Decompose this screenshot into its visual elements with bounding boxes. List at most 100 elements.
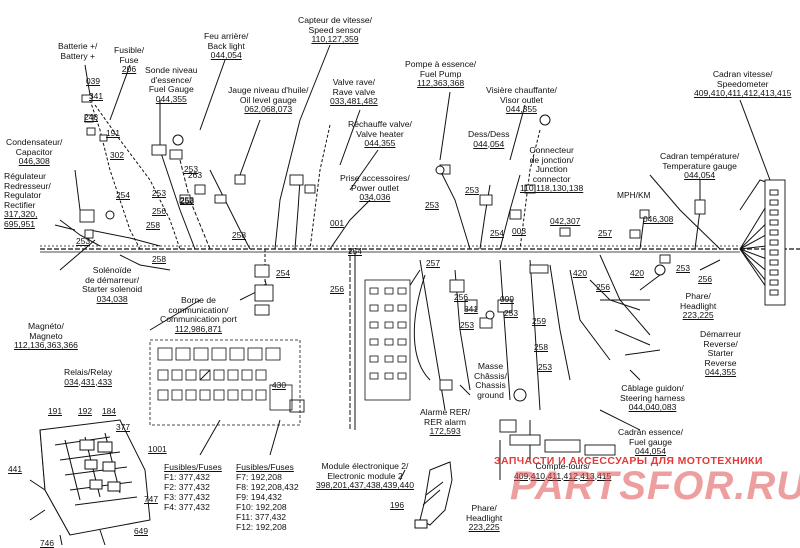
callout-258-b: 258	[232, 230, 246, 240]
steering-harness-pn: 044,040,083	[628, 402, 677, 413]
headlight-bottom-label: Phare/ Headlight 223,225	[466, 503, 502, 533]
battery-fr: Batterie +/	[58, 41, 98, 51]
callout-191: 191	[106, 128, 120, 138]
regulator-l1: Régulateur	[4, 171, 47, 181]
chassis-ground-label: Masse Châssis/ Chassis ground	[474, 361, 507, 400]
callout-258-d: 258	[534, 342, 548, 352]
temp-gauge-fr: Cadran température/	[660, 151, 740, 161]
callout-253-j: 253	[538, 362, 552, 372]
fuse-f7: F7: 192,208	[236, 472, 282, 482]
magneto-pn: 112,136,363,366	[14, 340, 78, 351]
fuel-sender-l3: Fuel Gauge	[148, 84, 194, 95]
fuse-pn: 206	[121, 64, 137, 75]
module2-fr: Module électronique 2/	[321, 461, 409, 471]
starter-solenoid-pn: 034,038	[96, 293, 128, 304]
reverse-l3: Starter	[707, 348, 734, 359]
callout-184: 184	[102, 406, 116, 416]
fuse-fr: Fusible/	[114, 45, 145, 55]
watermark-logo: PARTSFOR.RU	[510, 464, 800, 508]
visor-outlet-fr: Visière chauffante/	[486, 85, 557, 95]
fuse-f10: F10: 192,208	[236, 502, 287, 512]
callout-254-c: 254	[490, 228, 504, 238]
fuel-pump-fr: Pompe à essence/	[405, 59, 477, 69]
power-outlet-fr: Prise accessoires/	[340, 173, 410, 183]
ground-l3: Chassis	[475, 380, 506, 391]
regulator-l2: Redresseur/	[4, 180, 51, 191]
capacitor-fr: Condensateur/	[6, 137, 63, 147]
callout-039: 039	[86, 76, 100, 86]
reverse-l2: Reverse/	[703, 338, 738, 349]
callout-191-b: 191	[48, 406, 62, 416]
fuse-f3: F3: 377,432	[164, 492, 210, 502]
speed-sensor-pn: 110,127,359	[311, 34, 359, 45]
callout-263: 263	[188, 170, 202, 180]
ground-l4: ground	[477, 389, 504, 400]
callout-256-e: 256	[454, 292, 468, 302]
callout-253-plain: 253	[180, 196, 194, 206]
magneto-label: Magnéto/ Magneto 112,136,363,366	[14, 321, 78, 351]
fuel-gauge-fr: Cadran essence/	[618, 427, 683, 437]
fuse-f1: F1: 377,432	[164, 472, 210, 482]
fuel-gauge-pn: 044,054	[634, 446, 667, 457]
back-light-label: Feu arrière/ Back light 044,054	[204, 31, 249, 61]
fuse-label: Fusible/ Fuse 206	[114, 45, 145, 75]
callout-649: 649	[134, 526, 148, 536]
callout-420-b: 420	[630, 268, 644, 278]
capacitor-label: Condensateur/ Capacitor 046,308	[6, 137, 63, 167]
mph-km-label: MPH/KM	[617, 190, 651, 200]
valve-heater-fr: Réchauffe valve/	[348, 119, 412, 129]
valve-heater-en: Valve heater	[356, 128, 404, 139]
fuel-sender-pn: 044,355	[155, 93, 187, 104]
regulator-l4: Rectifier	[4, 199, 36, 210]
ground-l1: Masse	[477, 361, 504, 371]
starter-solenoid-label: Solénoïde de démarreur/ Starter solenoid…	[82, 265, 142, 304]
headlight-bottom-fr: Phare/	[471, 503, 497, 513]
fuse-f9: F9: 194,432	[236, 492, 282, 502]
headlight-right-fr: Phare/	[685, 291, 711, 301]
callout-253-h: 253	[460, 320, 474, 330]
callout-256-d: 256	[596, 282, 610, 292]
back-light-fr: Feu arrière/	[204, 31, 249, 41]
rave-valve-fr: Valve rave/	[332, 77, 376, 87]
junction-l4: connector	[532, 173, 571, 184]
headlight-right-en: Headlight	[680, 300, 717, 311]
callout-001: 001	[330, 218, 344, 228]
battery-en: Battery +	[60, 50, 96, 61]
oil-gauge-label: Jauge niveau d'huile/ Oil level gauge 06…	[228, 85, 309, 115]
visor-outlet-label: Visière chauffante/ Visor outlet 044,355	[486, 85, 557, 115]
headlight-right-pn: 223,225	[682, 310, 714, 321]
callout-259: 259	[532, 316, 546, 326]
rer-alarm-label: Alarme RER/ RER alarm 172,593	[420, 407, 470, 437]
tachometer-label: Compte-tours/ 409,410,411,412,413,415	[514, 461, 611, 481]
fuse-f11: F11: 377,432	[236, 512, 287, 522]
callout-377: 377	[116, 422, 130, 432]
module2-en: Electronic module 2	[327, 470, 403, 481]
electronic-module-label: Module électronique 2/ Electronic module…	[316, 461, 414, 491]
temp-gauge-label: Cadran température/ Temperature gauge 04…	[660, 151, 740, 181]
fuse-en: Fuse	[119, 54, 139, 65]
fuses-right-title: Fusibles/Fuses	[236, 462, 294, 472]
comm-port-label: Borne de communication/ Communication po…	[160, 295, 237, 334]
speed-sensor-label: Capteur de vitesse/ Speed sensor 110,127…	[298, 15, 372, 45]
oil-gauge-fr: Jauge niveau d'huile/	[228, 85, 309, 95]
fuse-f8: F8: 192,208,432	[236, 482, 299, 492]
callout-253-g: 253	[676, 263, 690, 273]
callout-192: 192	[78, 406, 92, 416]
callout-746: 746	[40, 538, 54, 548]
callout-196: 196	[390, 500, 404, 510]
back-light-en: Back light	[207, 40, 245, 51]
junction-l1: Connecteur	[529, 145, 574, 155]
rer-alarm-pn: 172,593	[429, 426, 461, 437]
steering-harness-fr: Câblage guidon/	[621, 383, 684, 393]
callout-256: 256	[152, 206, 166, 216]
callout-042-307: 042,307	[550, 216, 581, 226]
callout-302: 302	[110, 150, 124, 160]
reverse-pn: 044,355	[705, 367, 737, 378]
junction-l3: Junction	[535, 164, 568, 175]
fuse-f12: F12: 192,208	[236, 522, 287, 532]
fuel-pump-label: Pompe à essence/ Fuel Pump 112,363,368	[405, 59, 477, 89]
fuse-f2: F2: 377,432	[164, 482, 210, 492]
comm-port-pn: 112,986,871	[174, 323, 223, 334]
